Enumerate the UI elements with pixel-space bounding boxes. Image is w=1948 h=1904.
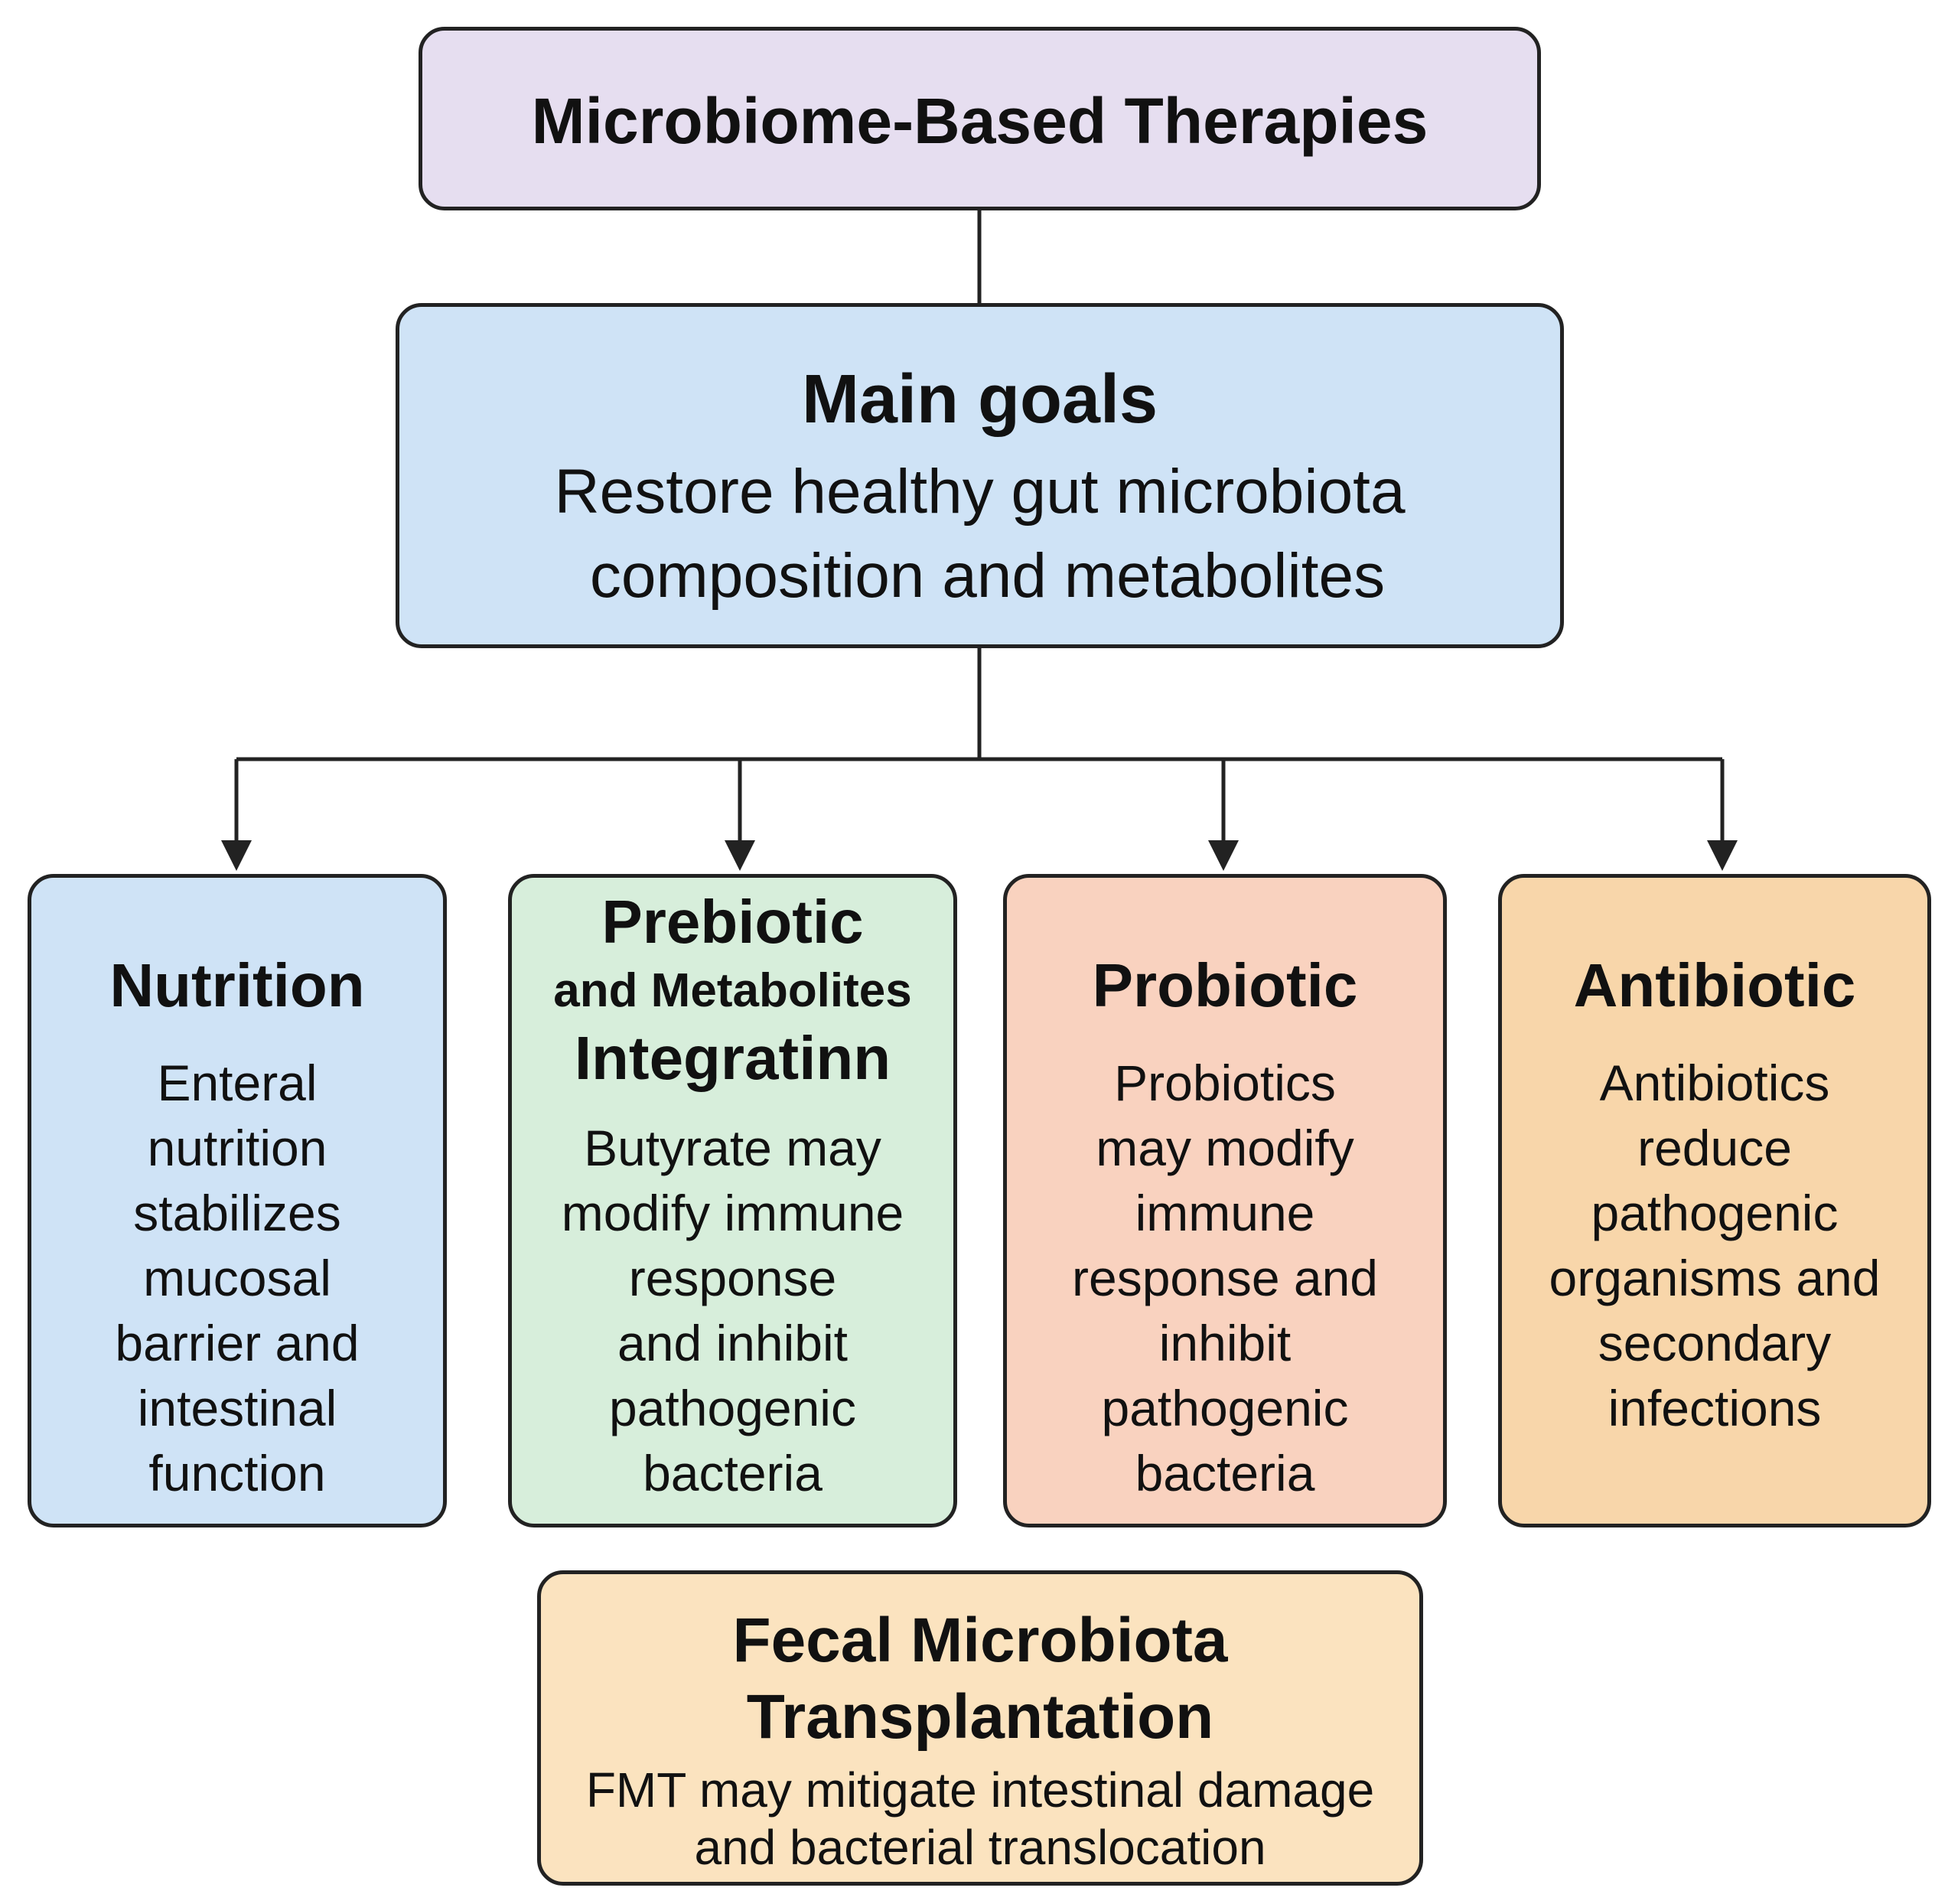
probiotic-body-line: Probiotics	[1114, 1055, 1336, 1111]
fmt-box: Fecal Microbiota Transplantation FMT may…	[537, 1570, 1423, 1886]
antibiotic-heading: Antibiotic	[1573, 951, 1856, 1019]
prebiotic-box: Prebiotic and Metabolites Integratinn Bu…	[508, 874, 957, 1527]
diagram-title: Microbiome-Based Therapies	[531, 85, 1428, 157]
probiotic-body-line: may modify	[1096, 1120, 1354, 1176]
arrowhead-probiotic	[1208, 840, 1239, 871]
prebiotic-body-line: Butyrate may	[584, 1120, 881, 1176]
antibiotic-box: Antibiotic Antibiotics reduce pathogenic…	[1498, 874, 1931, 1527]
nutrition-body-line: stabilizes	[133, 1185, 341, 1241]
main-goals-line-2: composition and metabolites	[589, 541, 1386, 611]
arrowhead-antibiotic	[1707, 840, 1738, 871]
title-box: Microbiome-Based Therapies	[419, 27, 1541, 210]
nutrition-heading: Nutrition	[109, 951, 365, 1019]
antibiotic-body-line: Antibiotics	[1599, 1055, 1830, 1111]
prebiotic-heading-line-1: Prebiotic	[601, 888, 864, 956]
prebiotic-heading-line-2: and Metabolites	[553, 964, 912, 1017]
prebiotic-body-line: pathogenic	[609, 1380, 856, 1436]
antibiotic-body-line: organisms and	[1549, 1250, 1881, 1306]
probiotic-body-line: immune	[1135, 1185, 1315, 1241]
main-goals-line-1: Restore healthy gut microbiota	[554, 457, 1406, 527]
main-goals-box: Main goals Restore healthy gut microbiot…	[396, 303, 1564, 648]
main-goals-heading: Main goals	[801, 361, 1158, 438]
antibiotic-body-line: infections	[1608, 1380, 1822, 1436]
fmt-heading-line-2: Transplantation	[746, 1682, 1214, 1752]
fmt-heading-line-1: Fecal Microbiota	[732, 1606, 1228, 1675]
prebiotic-heading-line-3: Integratinn	[574, 1024, 891, 1092]
nutrition-box: Nutrition Enteral nutrition stabilizes m…	[28, 874, 447, 1527]
prebiotic-body-line: modify immune	[561, 1185, 904, 1241]
nutrition-body-line: barrier and	[115, 1315, 360, 1371]
nutrition-body-line: intestinal	[137, 1380, 337, 1436]
antibiotic-body-line: reduce	[1637, 1120, 1792, 1176]
probiotic-body-line: response and	[1072, 1250, 1378, 1306]
probiotic-box: Probiotic Probiotics may modify immune r…	[1003, 874, 1447, 1527]
antibiotic-body-line: secondary	[1598, 1315, 1832, 1371]
prebiotic-body-line: bacteria	[643, 1445, 823, 1501]
probiotic-heading: Probiotic	[1092, 951, 1358, 1019]
fmt-body-line-2: and bacterial translocation	[694, 1820, 1266, 1875]
probiotic-body-line: inhibit	[1158, 1315, 1292, 1371]
fmt-body-line-1: FMT may mitigate intestinal damage	[585, 1762, 1375, 1818]
probiotic-body-line: bacteria	[1135, 1445, 1315, 1501]
nutrition-body-line: mucosal	[143, 1250, 331, 1306]
prebiotic-body-line: response	[628, 1250, 837, 1306]
nutrition-body-line: nutrition	[147, 1120, 327, 1176]
nutrition-body-line: function	[148, 1445, 326, 1501]
arrowhead-nutrition	[221, 840, 252, 871]
prebiotic-body-line: and inhibit	[617, 1315, 848, 1371]
arrowhead-prebiotic	[725, 840, 755, 871]
antibiotic-body-line: pathogenic	[1591, 1185, 1839, 1241]
nutrition-body-line: Enteral	[157, 1055, 318, 1111]
probiotic-body-line: pathogenic	[1101, 1380, 1349, 1436]
